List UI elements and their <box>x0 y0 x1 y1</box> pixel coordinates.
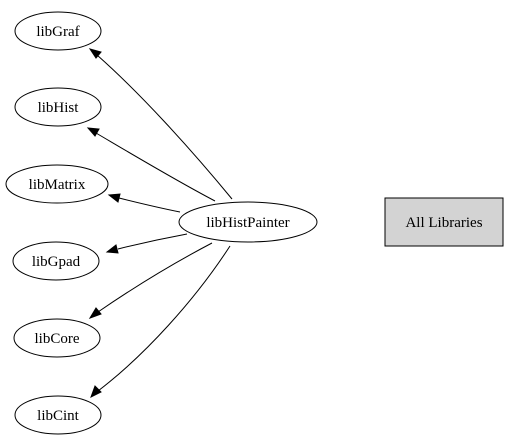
all-libraries-button[interactable]: All Libraries <box>384 197 504 247</box>
node-libHistPainter[interactable]: libHistPainter <box>178 201 318 243</box>
arrowhead-libCore <box>88 307 102 319</box>
arrowhead-libHist <box>86 127 100 137</box>
node-libMatrix-label: libMatrix <box>29 177 86 193</box>
node-libGraf-ellipse <box>14 11 102 51</box>
node-libHist[interactable]: libHist <box>14 87 102 127</box>
edge-libHistPainter-libGraf <box>96 54 233 200</box>
edge-libHistPainter-libHist <box>95 132 216 202</box>
all-libraries-box <box>384 197 504 247</box>
node-libHistPainter-label: libHistPainter <box>206 215 289 231</box>
node-libCore-label: libCore <box>35 331 80 347</box>
edge-libHistPainter-libGpad <box>117 233 188 250</box>
node-libCint[interactable]: libCint <box>14 395 102 435</box>
node-libGpad-ellipse <box>12 241 100 281</box>
arrowhead-libCint <box>90 385 102 399</box>
edge-libHistPainter-libMatrix <box>118 197 181 213</box>
node-libHist-label: libHist <box>38 100 80 116</box>
edges <box>86 48 233 399</box>
node-libCore[interactable]: libCore <box>13 318 101 358</box>
node-libMatrix-ellipse <box>5 164 109 204</box>
node-libMatrix[interactable]: libMatrix <box>5 164 109 204</box>
node-libCint-ellipse <box>14 395 102 435</box>
node-libCore-ellipse <box>13 318 101 358</box>
node-libHistPainter-ellipse <box>178 201 318 243</box>
edge-libHistPainter-libCint <box>97 245 231 392</box>
arrowhead-libGpad <box>105 244 119 254</box>
edge-libHistPainter-libCore <box>97 242 213 313</box>
node-libGraf[interactable]: libGraf <box>14 11 102 51</box>
node-libGraf-label: libGraf <box>36 24 79 40</box>
node-libGpad[interactable]: libGpad <box>12 241 100 281</box>
all-libraries-label: All Libraries <box>405 215 482 231</box>
node-libCint-label: libCint <box>37 408 80 424</box>
arrowhead-libGraf <box>88 48 102 59</box>
node-libGpad-label: libGpad <box>32 254 81 270</box>
node-libHist-ellipse <box>14 87 102 127</box>
arrowhead-libMatrix <box>107 193 121 203</box>
